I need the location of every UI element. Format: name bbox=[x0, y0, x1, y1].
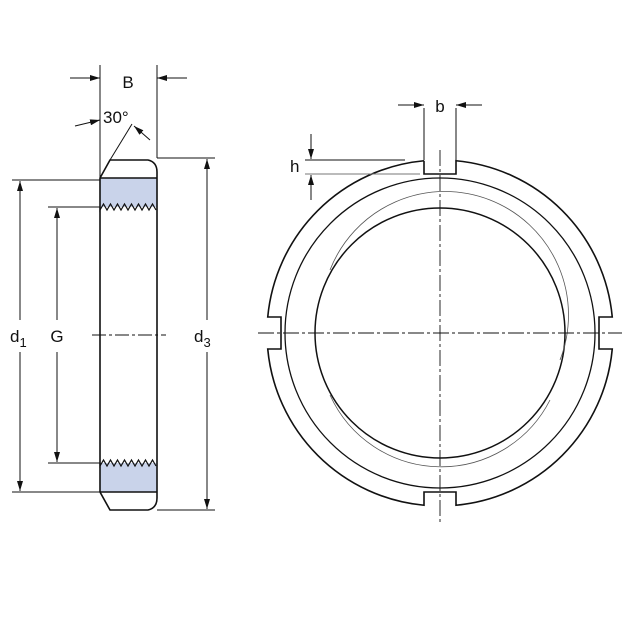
shaded-bottom bbox=[100, 463, 157, 492]
label-angle: 30° bbox=[103, 108, 129, 127]
thread-arc-2 bbox=[329, 394, 551, 468]
thread-bottom bbox=[99, 458, 157, 469]
label-B: B bbox=[122, 73, 133, 92]
label-h: h bbox=[290, 157, 299, 176]
thread-arc-1 bbox=[329, 191, 569, 361]
outer-slotted-ring bbox=[266, 159, 614, 507]
shaded-top bbox=[100, 178, 157, 207]
label-b: b bbox=[435, 97, 444, 116]
label-d3: d3 bbox=[194, 327, 211, 350]
thread-top bbox=[99, 202, 157, 213]
label-G: G bbox=[50, 327, 63, 346]
nut-outline bbox=[99, 159, 158, 511]
label-d1: d1 bbox=[10, 327, 27, 350]
front-view: b h bbox=[258, 97, 622, 525]
section-view: B 30° d1 G d3 bbox=[10, 65, 215, 511]
